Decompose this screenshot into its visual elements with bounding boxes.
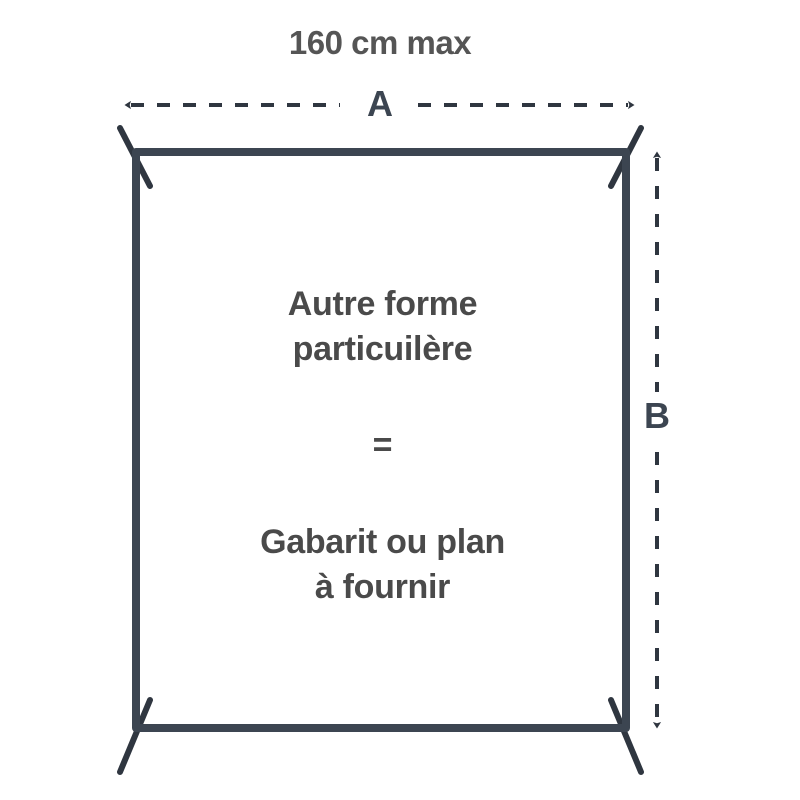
- corner-strap-bottom-right: [608, 697, 644, 775]
- width-dimension-label: A: [367, 83, 393, 124]
- height-dimension-label: B: [644, 395, 670, 436]
- center-note-line-1: Autre forme: [287, 285, 478, 323]
- equals-operator: =: [372, 425, 393, 464]
- center-note-line-3: Gabarit ou plan: [260, 522, 505, 561]
- center-note: Autre forme particuilère = Gabarit ou pl…: [145, 282, 620, 610]
- center-note-line-4: à fournir: [314, 567, 451, 606]
- shape-outline-rectangle: [132, 148, 630, 732]
- corner-strap-bottom-left: [117, 697, 153, 775]
- width-caption: 160 cm max: [288, 24, 472, 61]
- center-note-line-2: particuilère: [292, 329, 473, 368]
